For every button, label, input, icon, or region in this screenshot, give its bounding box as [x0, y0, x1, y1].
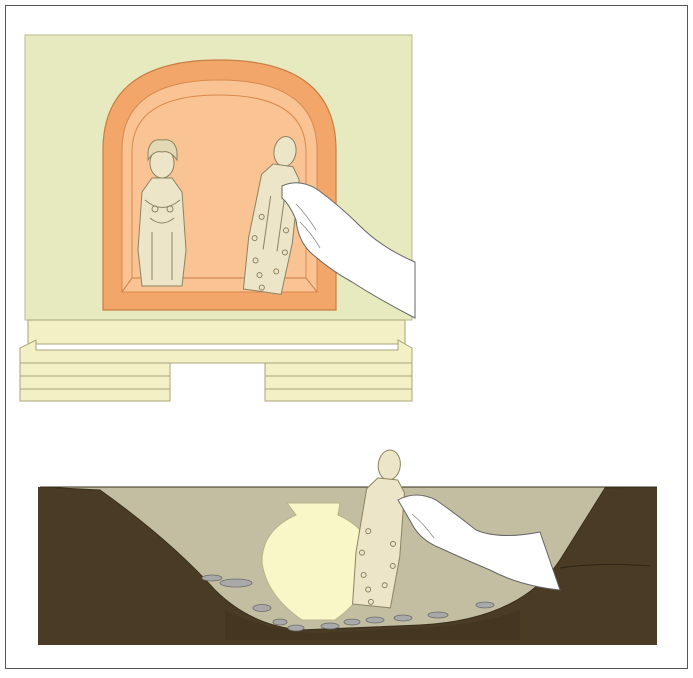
base-right-foot: [265, 363, 412, 401]
base-left-foot: [20, 363, 170, 401]
shrine-ledge: [28, 320, 405, 344]
